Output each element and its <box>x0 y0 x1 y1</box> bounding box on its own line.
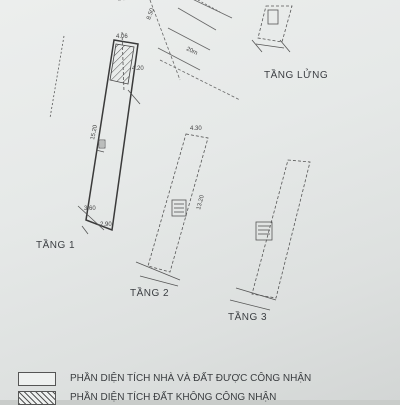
svg-text:4.20: 4.20 <box>132 66 144 72</box>
dimension-labels: 4.06 4.20 15.20 3.60 2.90 13.20 4.30 8.5… <box>84 7 206 228</box>
floor-1-plan <box>49 31 141 235</box>
legend-text-recognized: PHẦN DIỆN TÍCH NHÀ VÀ ĐẤT ĐƯỢC CÔNG NHẬN <box>70 373 312 384</box>
svg-text:4.30: 4.30 <box>190 126 202 132</box>
svg-text:2.90: 2.90 <box>100 222 112 228</box>
floor-3-plan <box>229 159 311 311</box>
floor-2-plan <box>135 133 209 287</box>
legend-swatch-unrecognized <box>18 391 56 405</box>
label-tang-1: TẦNG 1 <box>36 240 76 251</box>
svg-text:4.06: 4.06 <box>116 34 128 40</box>
svg-text:3.60: 3.60 <box>84 206 96 212</box>
svg-text:15.20: 15.20 <box>90 124 99 141</box>
legend-swatch-recognized <box>18 372 56 386</box>
svg-text:20m: 20m <box>185 46 198 56</box>
svg-text:13.20: 13.20 <box>196 194 206 211</box>
legend-text-unrecognized: PHẦN DIỆN TÍCH ĐẤT KHÔNG CÔNG NHẬN <box>70 392 277 403</box>
label-tang-3: TẦNG 3 <box>228 312 268 323</box>
mezzanine-plan <box>251 5 293 53</box>
label-tang-2: TẦNG 2 <box>130 288 170 299</box>
site-context-lines <box>118 0 241 101</box>
label-tang-lung: TẦNG LỬNG <box>264 70 329 81</box>
svg-text:8.50: 8.50 <box>146 7 156 21</box>
